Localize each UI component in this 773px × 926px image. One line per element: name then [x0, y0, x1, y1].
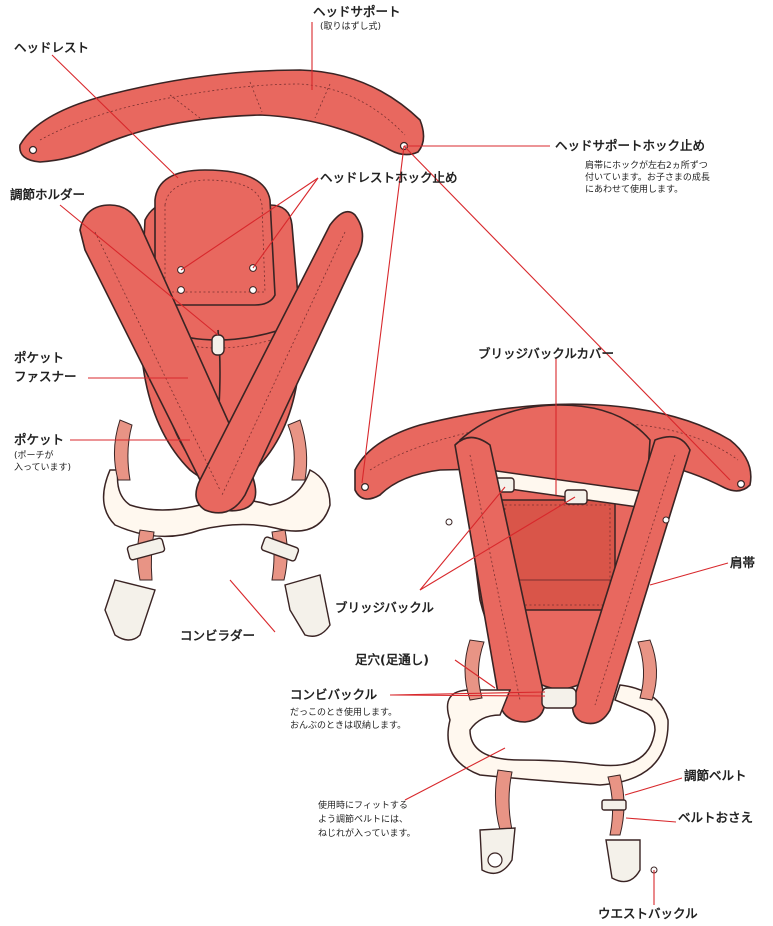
label-bridge-buckle-cover: ブリッジバックルカバー — [478, 346, 614, 361]
label-combi-buckle: コンビバックル — [290, 687, 378, 702]
label-combi-buckle-note-1: だっこのとき使用します。 — [290, 706, 397, 718]
back-head-support-left-hole — [362, 484, 369, 491]
label-adjust-holder: 調節ホルダー — [10, 187, 85, 202]
back-left-adjust-belt — [480, 770, 515, 873]
front-carrier — [80, 170, 363, 640]
label-pocket-sub-1: (ポーチが — [14, 449, 54, 461]
label-pocket: ポケット — [14, 432, 64, 447]
label-twist-note-3: ねじれが入っています。 — [318, 827, 416, 839]
front-left-rider — [105, 530, 165, 640]
label-shoulder-strap: 肩帯 — [730, 555, 756, 570]
label-combi-buckle-note-2: おんぶのときは収納します。 — [290, 719, 406, 731]
label-headrest: ヘッドレスト — [14, 40, 89, 55]
label-pocket-fastener-1: ポケット — [14, 350, 64, 365]
combi-buckle-shape — [542, 688, 576, 708]
label-bridge-buckle: ブリッジバックル — [335, 600, 434, 615]
label-pocket-sub-2: 入っています) — [14, 462, 71, 473]
back-right-adjust-belt — [602, 775, 657, 882]
label-pocket-fastener-2: ファスナー — [14, 369, 77, 384]
label-head-support-hook-note-2: 付いています。お子さまの成長 — [585, 171, 710, 183]
head-support-part — [20, 70, 424, 162]
label-adjust-belt: 調節ベルト — [684, 768, 747, 783]
label-leg-hole: 足穴(足通し) — [355, 652, 429, 667]
label-twist-note-1: 使用時にフィットする — [318, 799, 408, 811]
back-head-support-right-hole — [738, 481, 745, 488]
label-combi-rider: コンビラダー — [180, 628, 255, 643]
label-waist-buckle: ウエストバックル — [598, 906, 698, 921]
head-support-left-hole — [30, 147, 37, 154]
label-headrest-hook: ヘッドレストホック止め — [320, 170, 458, 185]
label-head-support-hook: ヘッドサポートホック止め — [555, 138, 705, 153]
label-head-support-sub: (取りはずし式) — [320, 20, 381, 32]
front-right-rider — [261, 530, 330, 636]
label-head-support: ヘッドサポート — [313, 4, 401, 19]
label-twist-note-2: よう調節ベルトには、 — [318, 813, 408, 825]
label-head-support-hook-note-3: にあわせて使用します。 — [585, 183, 683, 195]
label-head-support-hook-note-1: 肩帯にホックが左右2ヵ所ずつ — [585, 159, 708, 171]
label-belt-holder: ベルトおさえ — [678, 810, 753, 825]
